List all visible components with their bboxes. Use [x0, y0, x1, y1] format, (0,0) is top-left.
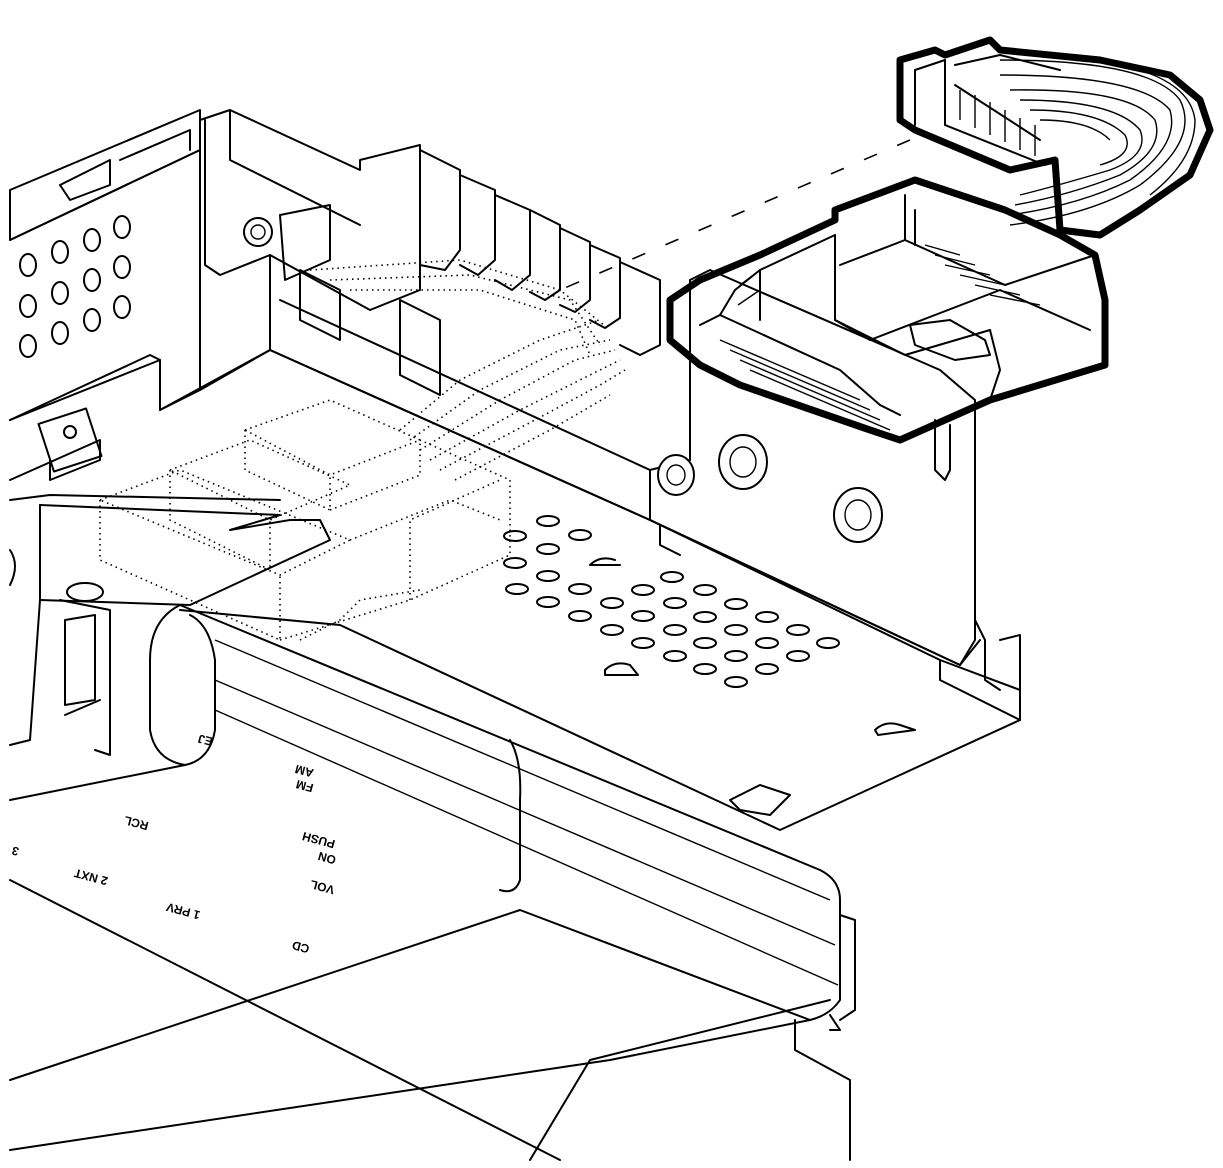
heat-sink-fins: [419, 149, 661, 356]
mounting-screw-1: [657, 454, 695, 496]
vent-holes-left: [19, 215, 131, 358]
mounting-screw-2: [718, 434, 768, 490]
mounting-screw-3: [833, 487, 883, 543]
faceplate-bezel: [9, 494, 856, 1161]
alignment-guide-line: [559, 139, 911, 291]
vent-holes-top: [503, 515, 916, 816]
hidden-internal-components: [97, 259, 626, 642]
left-mounting-bracket: [9, 109, 201, 481]
right-side-plate: [649, 269, 1021, 691]
harness-connector: [666, 176, 1109, 444]
wire-harness-plug: [896, 36, 1214, 239]
rear-panel: [199, 109, 651, 521]
